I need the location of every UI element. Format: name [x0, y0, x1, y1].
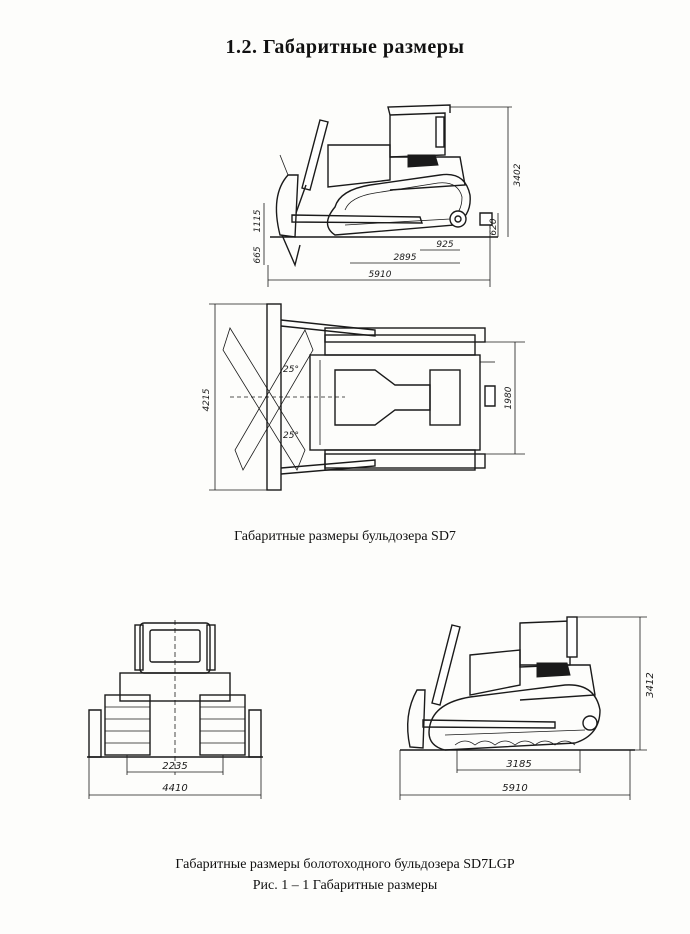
sd7-track-width-dim: 1980: [504, 386, 514, 409]
page-title: 1.2. Габаритные размеры: [225, 36, 465, 58]
sd7-angle-upper: 25°: [283, 365, 299, 375]
lgp-height-dim: 3412: [645, 672, 656, 697]
lgp-side-view-drawing: 3412 3185 5910: [399, 616, 656, 800]
lgp-track-contact-dim: 3185: [506, 759, 531, 770]
sd7-dim-1115: 1115: [253, 209, 263, 232]
figure-caption: Рис. 1 – 1 Габаритные размеры: [252, 878, 438, 893]
sd7-side-view-drawing: 3402 620 1115 665 925 2895 5910: [253, 104, 523, 287]
sd7-dim-665: 665: [253, 246, 263, 263]
lgp-blade-width-dim: 4410: [162, 783, 187, 794]
lgp-length-dim: 5910: [502, 783, 527, 794]
sd7-dim-620: 620: [489, 218, 499, 235]
caption-sd7lgp: Габаритные размеры болотоходного бульдоз…: [175, 857, 515, 872]
sd7-length-dim: 5910: [369, 270, 392, 280]
sd7-blade-width-dim: 4215: [202, 388, 212, 411]
lgp-front-view-drawing: 2235 4410: [87, 620, 263, 799]
lgp-track-gauge-dim: 2235: [162, 761, 187, 772]
sd7-top-view-drawing: 4215 25° 25° 1980: [202, 303, 525, 491]
sd7-dim-925: 925: [436, 240, 453, 250]
caption-sd7: Габаритные размеры бульдозера SD7: [234, 529, 456, 544]
sd7-height-dim: 3402: [513, 163, 523, 186]
sd7-angle-lower: 25°: [283, 431, 299, 441]
sd7-dim-2895: 2895: [394, 253, 417, 263]
